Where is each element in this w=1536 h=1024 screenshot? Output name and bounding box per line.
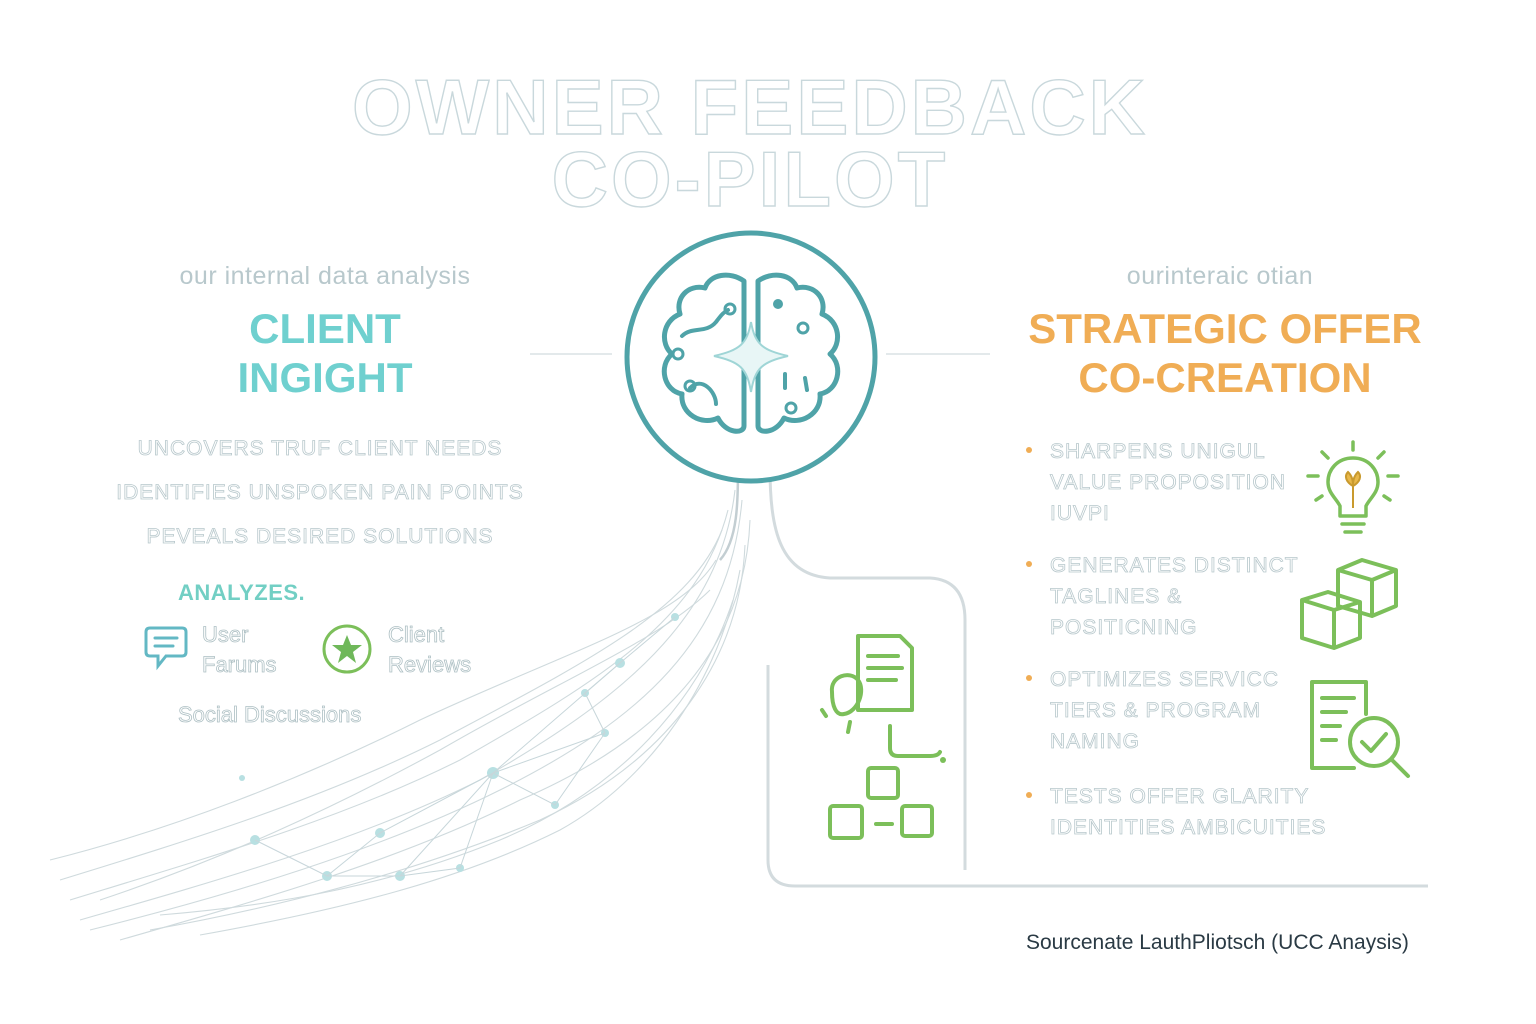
strategic-offer-heading-line-2: CO-CREATION xyxy=(1078,354,1372,401)
offer-item-3: OPTIMIZES SERVICC TIERS & PROGRAM NAMING xyxy=(1026,664,1310,757)
source-footnote: Sourcenate LauthPliotsch (UCC Anaysis) xyxy=(1026,931,1409,954)
title-line-1: OWNER FEEDBACK xyxy=(351,63,1148,151)
source-label-line-1: User xyxy=(202,622,249,648)
offer-item-1: SHARPENS UNIGUL VALUE PROPOSITION IUVPI xyxy=(1026,436,1310,529)
strategic-offer-heading-line-1: STRATEGIC OFFER xyxy=(1028,305,1422,352)
offer-item-line: NAMING xyxy=(1050,730,1140,754)
offer-item-2: GENERATES DISTINCT TAGLINES & POSITICNIN… xyxy=(1026,550,1310,643)
client-insight-heading-line-2: INGIGHT xyxy=(237,354,413,401)
bullet-dot xyxy=(1026,792,1032,798)
offer-item-line: SHARPENS UNIGUL xyxy=(1050,440,1266,464)
source-label-line-2: Farums xyxy=(202,652,277,678)
insight-point-1: UNCOVERS TRUF CLIENT NEEDS xyxy=(137,437,503,461)
analyzes-label: ANALYZES. xyxy=(178,580,306,605)
bullet-dot xyxy=(1026,675,1032,681)
document-blocks-workflow-icon xyxy=(818,632,958,844)
source-label-line-1: Client xyxy=(388,622,445,648)
right-subtitle: ourinteraic otian xyxy=(1126,262,1314,290)
panel-frame xyxy=(766,665,1428,888)
insight-point-3: PEVEALS DESIRED SOLUTIONS xyxy=(146,525,494,549)
offer-item-line: POSITICNING xyxy=(1050,616,1198,640)
offer-item-line: IDENTITIES AMBICUITIES xyxy=(1050,816,1327,840)
chat-bubble-icon xyxy=(140,620,192,672)
stacked-boxes-icon xyxy=(1298,556,1402,650)
offer-item-line: TAGLINES & xyxy=(1050,585,1183,609)
bullet-dot xyxy=(1026,447,1032,453)
brain-icon xyxy=(620,226,882,488)
offer-item-line: GENERATES DISTINCT xyxy=(1050,554,1299,578)
star-badge-icon xyxy=(320,622,374,676)
source-label-social-discussions: Social Discussions xyxy=(178,702,362,728)
data-stream-links xyxy=(254,616,676,877)
offer-item-line: TESTS OFFER GLARITY xyxy=(1050,785,1310,809)
document-check-icon xyxy=(1306,678,1414,782)
source-label-line-2: Reviews xyxy=(388,652,472,678)
bullet-dot xyxy=(1026,561,1032,567)
title-line-2: CO-PILOT xyxy=(551,135,949,223)
offer-item-line: VALUE PROPOSITION xyxy=(1050,471,1286,495)
stem-right-line xyxy=(768,467,967,870)
offer-item-line: OPTIMIZES SERVICC xyxy=(1050,668,1279,692)
lightbulb-icon xyxy=(1304,438,1402,538)
offer-item-4: TESTS OFFER GLARITY IDENTITIES AMBICUITI… xyxy=(1026,781,1350,843)
client-insight-heading-line-1: CLIENT xyxy=(249,305,401,352)
offer-item-line: TIERS & PROGRAM xyxy=(1050,699,1262,723)
source-label-client-reviews: Client Reviews xyxy=(388,620,472,680)
offer-item-line: IUVPI xyxy=(1050,502,1110,526)
source-label-user-forums: User Farums xyxy=(202,620,277,680)
insight-point-2: IDENTIFIES UNSPOKEN PAIN POINTS xyxy=(116,481,524,505)
left-subtitle: our internal data analysis xyxy=(179,262,471,290)
